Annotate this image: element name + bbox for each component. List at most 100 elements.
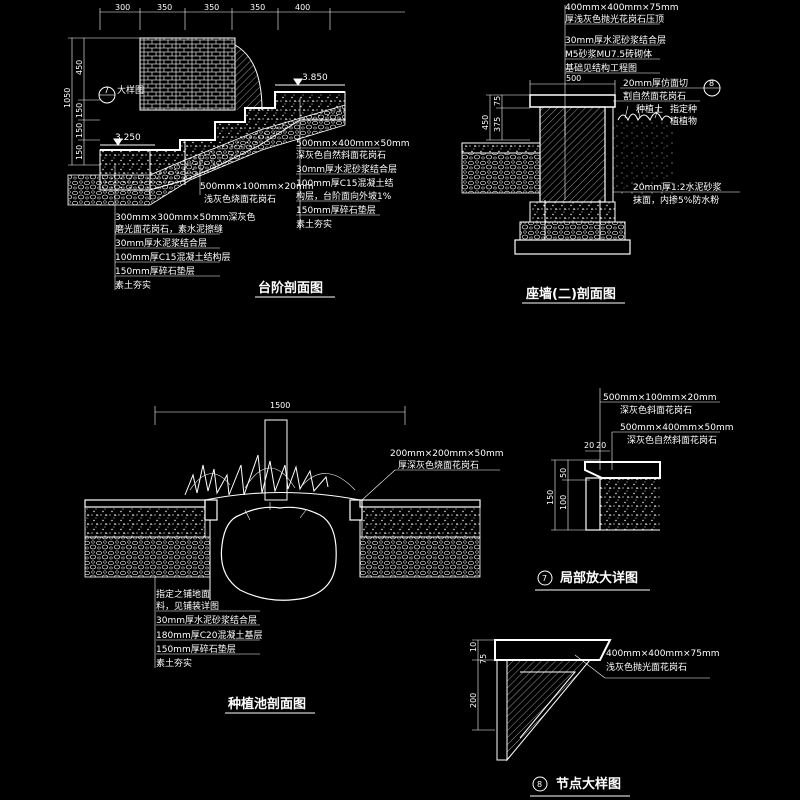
detail8-body xyxy=(506,659,592,762)
detail7-dim-150: 150 xyxy=(546,490,555,505)
step-note-b3: 30mm厚水泥浆结合层 xyxy=(115,237,207,249)
wall-notes-top: 400mm×400mm×75mm 厚浅灰色抛光花岗石压顶 30mm厚水泥砂浆结合… xyxy=(565,3,679,74)
detail8-note-1: 400mm×400mm×75mm xyxy=(606,649,720,659)
wall-section-title: 座墙(二)剖面图 xyxy=(525,286,616,302)
wall-note-b2: 抹面，内掺5%防水粉 xyxy=(633,194,719,206)
step-note-b4: 100mm厚C15混凝土结构层 xyxy=(115,251,230,263)
detail8-dim-75: 75 xyxy=(479,654,488,664)
wall-notes-right: 20mm厚仿面切 割自然面花岗石 种植土 指定种 植植物 xyxy=(613,77,704,127)
wall-facing-strip xyxy=(604,106,614,203)
wall-callout-number: 8 xyxy=(709,79,714,88)
step-note-r6: 150mm厚碎石垫层 xyxy=(296,204,376,216)
wall-note-r4: 指定种 xyxy=(670,103,697,115)
step-wall-curve-fill xyxy=(235,45,262,110)
wall-plants xyxy=(617,112,673,122)
step-top-dimensions: 300 350 350 350 400 xyxy=(99,3,405,30)
step-dim-left-150c: 150 xyxy=(75,145,84,160)
detail7-dim-100: 100 xyxy=(559,495,568,510)
detail7-note-1: 500mm×100mm×20mm xyxy=(603,393,717,403)
step-note-b1: 300mm×300mm×50mm深灰色 xyxy=(115,211,256,223)
detail7-dim-50: 50 xyxy=(559,468,568,478)
planter-section-title: 种植池剖面图 xyxy=(227,696,306,712)
step-note-b2: 磨光面花岗石，素水泥擦缝 xyxy=(115,223,223,235)
planter-section: 1500 200mm×200mm×50mm 厚深灰色烧面花岗石 xyxy=(84,401,504,714)
detail7-number: 7 xyxy=(542,574,547,583)
step-callout-number: 7 xyxy=(104,86,109,95)
planter-curb-left xyxy=(204,499,218,521)
step-note-m1: 500mm×100mm×20mm xyxy=(200,182,314,192)
step-tread-line xyxy=(100,91,345,151)
wall-gravel-left xyxy=(461,152,541,194)
wall-foundation-base xyxy=(514,239,631,255)
detail8-coping xyxy=(494,639,612,661)
step-dim-top-1: 300 xyxy=(115,3,130,12)
step-dim-left-450: 450 xyxy=(75,60,84,75)
planter-note-b6: 素土夯实 xyxy=(156,657,192,669)
detail8-facing xyxy=(496,659,508,761)
planter-gravel-right xyxy=(359,536,481,578)
step-stone-wall xyxy=(139,37,236,111)
step-section-title: 台阶剖面图 xyxy=(258,280,323,296)
step-note-b6: 素土夯实 xyxy=(115,279,151,291)
wall-note-r3: 种植土 xyxy=(636,103,663,115)
step-gravel-layer xyxy=(67,104,346,206)
step-note-r5: 构层，台阶面向外坡1% xyxy=(296,190,392,202)
wall-notes-bottom: 20mm厚1:2水泥砂浆 抹面，内掺5%防水粉 xyxy=(613,181,740,206)
detail7-top-slab xyxy=(584,461,661,479)
detail7-dim-20b: 20 xyxy=(596,441,606,450)
step-dim-top-3: 350 xyxy=(204,3,219,12)
step-dim-top-2: 350 xyxy=(157,3,172,12)
detail8-dim-10: 10 xyxy=(469,642,478,652)
detail7-number-circle xyxy=(537,570,553,586)
wall-section: 400mm×400mm×75mm 厚浅灰色抛光花岗石压顶 30mm厚水泥砂浆结合… xyxy=(461,3,740,304)
detail8-section: 10 75 200 400mm×400mm×75mm 浅灰色抛光面花岗石 8 节… xyxy=(469,639,720,797)
detail8-notes: 400mm×400mm×75mm 浅灰色抛光面花岗石 xyxy=(574,649,720,679)
detail8-number: 8 xyxy=(537,780,542,789)
step-notes-mid: 500mm×100mm×20mm 浅灰色烧面花岗石 xyxy=(200,182,314,205)
planter-concrete-left xyxy=(84,506,206,538)
step-notes-right: 500mm×400mm×50mm 深灰色自然斜面花岗石 30mm厚水泥砂浆结合层… xyxy=(296,139,410,230)
step-elev-upper: 3.850 xyxy=(302,73,328,83)
detail8-note-2: 浅灰色抛光面花岗石 xyxy=(606,661,687,673)
wall-note-t1: 400mm×400mm×75mm xyxy=(565,3,679,13)
planter-note-b5: 150mm厚碎石垫层 xyxy=(156,643,236,655)
step-callout-text: 大样图 xyxy=(117,84,144,96)
planter-note-b3: 30mm厚水泥砂浆结合层 xyxy=(156,614,257,626)
planter-dim-top: 1500 xyxy=(270,401,290,410)
step-notes-bottom: 300mm×300mm×50mm深灰色 磨光面花岗石，素水泥擦缝 30mm厚水泥… xyxy=(115,211,256,291)
planter-concrete-right xyxy=(361,506,481,538)
step-note-r4: 100mm厚C15混凝土结 xyxy=(296,177,393,189)
wall-dim-375: 375 xyxy=(493,117,502,132)
step-note-r7: 素土夯实 xyxy=(296,218,332,230)
detail7-section: 500mm×100mm×20mm 深灰色斜面花岗石 500mm×400mm×50… xyxy=(535,388,734,591)
wall-note-r2: 割自然面花岗石 xyxy=(623,90,686,102)
step-elevation-upper: 3.850 xyxy=(275,73,345,86)
detail7-title: 局部放大详图 xyxy=(560,570,638,586)
wall-coping-stone xyxy=(529,94,616,108)
planter-tree-trunk xyxy=(264,419,288,501)
detail7-riser-stone xyxy=(585,477,601,531)
wall-soil-right xyxy=(613,120,673,195)
step-dim-top-4: 350 xyxy=(250,3,265,12)
detail7-note-4: 深灰色自然斜面花岗石 xyxy=(627,434,717,446)
step-dim-left-150b: 150 xyxy=(75,123,84,138)
planter-note-b2: 料，见铺装详图 xyxy=(156,600,219,612)
wall-foundation-gravel xyxy=(519,221,626,241)
detail7-dim-20a: 20 xyxy=(584,441,594,450)
step-elev-lower: 3.250 xyxy=(115,133,141,143)
planter-root-ball xyxy=(220,506,337,601)
wall-dim-500: 500 xyxy=(566,74,581,83)
wall-note-b1: 20mm厚1:2水泥砂浆 xyxy=(633,181,721,193)
wall-foundation-concrete xyxy=(529,201,616,223)
step-note-m2: 浅灰色烧面花岗石 xyxy=(204,193,276,205)
planter-note-r2: 厚深灰色烧面花岗石 xyxy=(398,459,479,471)
planter-note-r1: 200mm×200mm×50mm xyxy=(390,449,504,459)
step-elevation-lower: 3.250 xyxy=(100,133,155,146)
step-section: 300 350 350 350 400 1050 450 150 150 150… xyxy=(63,3,410,298)
step-note-r1: 500mm×400mm×50mm xyxy=(296,139,410,149)
planter-note-b4: 180mm厚C20混凝土基层 xyxy=(156,629,262,641)
detail7-note-2: 深灰色斜面花岗石 xyxy=(620,404,692,416)
wall-masonry-body xyxy=(539,106,606,203)
step-note-b5: 150mm厚碎石垫层 xyxy=(115,265,195,277)
